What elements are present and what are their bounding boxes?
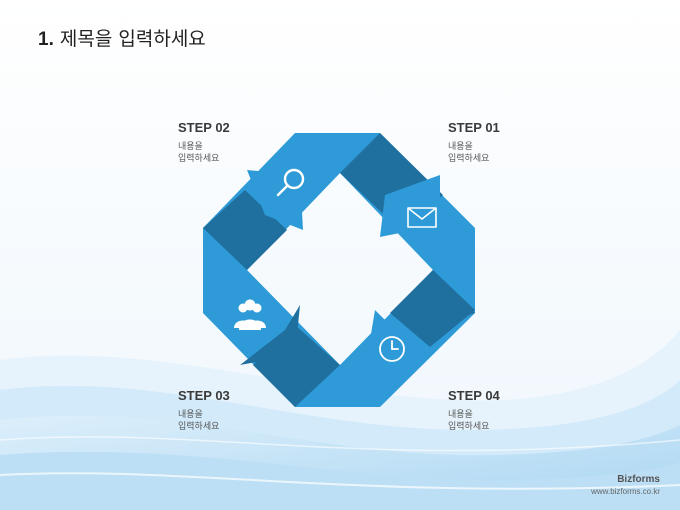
arrow-tip-step03: [240, 305, 300, 365]
brand-url: www.bizforms.co.kr: [591, 487, 660, 496]
step-01-label: STEP 01: [448, 120, 500, 135]
step-04-line1: 내용을: [448, 410, 473, 420]
step-03-line1: 내용을: [178, 410, 203, 420]
step-04-block: STEP 04 내용을 입력하세요: [448, 388, 568, 433]
segment-bottom-right-dark: [390, 270, 475, 347]
search-icon: [276, 168, 305, 197]
arrow-tip-step04: [370, 310, 425, 370]
page-title: 1. 제목을 입력하세요: [38, 24, 206, 51]
step-03-description: 내용을 입력하세요: [178, 409, 298, 433]
title-text: 제목을 입력하세요: [59, 28, 206, 50]
step-02-block: STEP 02 내용을 입력하세요: [178, 120, 298, 165]
step-01-block: STEP 01 내용을 입력하세요: [448, 120, 568, 165]
envelope-icon: [407, 207, 437, 228]
step-02-description: 내용을 입력하세요: [178, 141, 298, 165]
step-02-line1: 내용을: [178, 142, 203, 152]
step-04-label: STEP 04: [448, 388, 500, 403]
brand-name: Bizforms: [617, 474, 660, 485]
step-03-block: STEP 03 내용을 입력하세요: [178, 388, 298, 433]
step-01-line1: 내용을: [448, 142, 473, 152]
people-icon: [234, 299, 266, 330]
step-04-description: 내용을 입력하세요: [448, 409, 568, 433]
cycle-diagram: [203, 133, 475, 407]
step-04-line2: 입력하세요: [448, 422, 490, 432]
step-02-label: STEP 02: [178, 120, 230, 135]
step-03-label: STEP 03: [178, 388, 230, 403]
title-number: 1.: [38, 29, 54, 50]
step-01-description: 내용을 입력하세요: [448, 141, 568, 165]
step-01-line2: 입력하세요: [448, 154, 490, 164]
brand-block: Bizforms www.bizforms.co.kr: [591, 474, 660, 496]
step-02-line2: 입력하세요: [178, 154, 220, 164]
arrow-tip-step01: [380, 175, 440, 237]
step-03-line2: 입력하세요: [178, 422, 220, 432]
clock-icon: [379, 336, 405, 362]
